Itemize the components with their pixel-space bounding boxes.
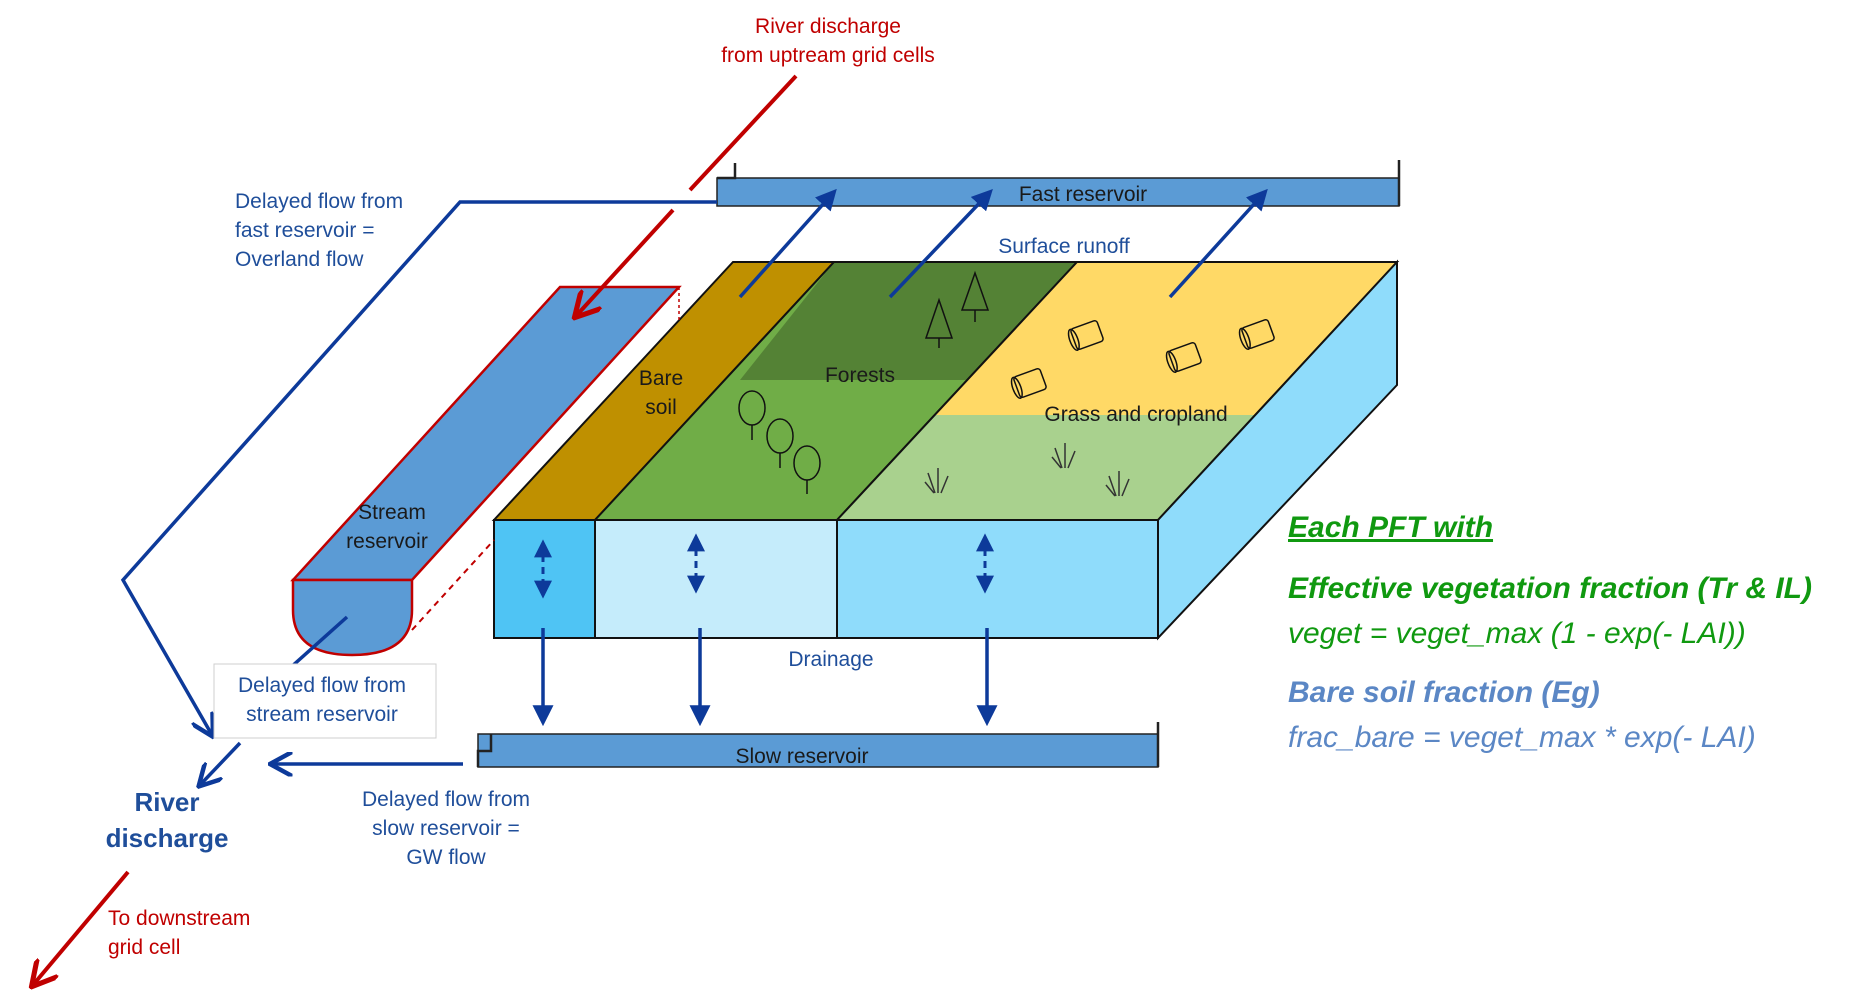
upstream-river-arrow-lower	[576, 208, 675, 316]
forests-label: Forests	[825, 364, 895, 387]
surface-runoff-label: Surface runoff	[998, 235, 1130, 258]
river-discharge-arrow	[200, 741, 242, 785]
bare-soil-label-1: Bare	[639, 367, 683, 390]
river-discharge-label-1: River	[134, 787, 199, 817]
river-discharge-label-2: discharge	[106, 823, 229, 853]
stream-reservoir-label-2: reservoir	[346, 530, 428, 553]
conifer-tree-icon	[924, 270, 990, 348]
delayed-fast-label-3: Overland flow	[235, 248, 364, 271]
upstream-label-1: River discharge	[755, 15, 901, 38]
labels: River discharge from uptream grid cells …	[106, 15, 1228, 959]
hay-bale-icon	[1010, 318, 1275, 399]
stream-reservoir: Stream reservoir	[290, 285, 682, 657]
delayed-slow-label-1: Delayed flow from	[362, 788, 530, 811]
land-block	[491, 259, 1400, 641]
upstream-label-2: from uptream grid cells	[721, 44, 935, 67]
delayed-slow-label-3: GW flow	[406, 846, 486, 869]
pft-heading: Each PFT with	[1288, 511, 1493, 544]
pft-text-block: Each PFT with Effective vegetation fract…	[1288, 511, 1812, 754]
drainage-label: Drainage	[788, 648, 873, 671]
infiltration-arrows	[534, 533, 994, 599]
drainage-arrows	[532, 628, 998, 727]
delayed-stream-label-1: Delayed flow from	[238, 674, 406, 697]
surface-runoff-arrows	[738, 188, 1268, 299]
fast-reservoir-flow-path	[120, 200, 717, 735]
slow-reservoir: Slow reservoir	[476, 722, 1160, 768]
slow-reservoir-label: Slow reservoir	[735, 745, 868, 768]
bare-soil-label-2: soil	[645, 396, 677, 419]
downstream-label-2: grid cell	[108, 936, 180, 959]
delayed-stream-box	[213, 663, 437, 739]
fast-reservoir-label: Fast reservoir	[1019, 183, 1147, 206]
veg-fraction-equation: veget = veget_max (1 - exp(- LAI))	[1288, 617, 1746, 650]
fast-reservoir: Fast reservoir	[716, 160, 1401, 207]
downstream-label-1: To downstream	[108, 907, 250, 930]
upstream-river-arrow	[688, 74, 798, 192]
bare-fraction-title: Bare soil fraction (Eg)	[1288, 676, 1600, 709]
downstream-river-arrow	[33, 870, 130, 985]
grass-cropland-label: Grass and cropland	[1044, 403, 1227, 426]
veg-fraction-title: Effective vegetation fraction (Tr & IL)	[1288, 572, 1812, 605]
delayed-slow-label-2: slow reservoir =	[372, 817, 520, 840]
delayed-fast-label-2: fast reservoir =	[235, 219, 374, 242]
broadleaf-tree-icon	[738, 390, 821, 494]
stream-reservoir-label-1: Stream	[358, 501, 426, 524]
delayed-stream-label-2: stream reservoir	[246, 703, 398, 726]
bare-fraction-equation: frac_bare = veget_max * exp(- LAI)	[1288, 721, 1756, 754]
grass-tuft-icon	[924, 443, 1130, 497]
delayed-fast-label-1: Delayed flow from	[235, 190, 403, 213]
